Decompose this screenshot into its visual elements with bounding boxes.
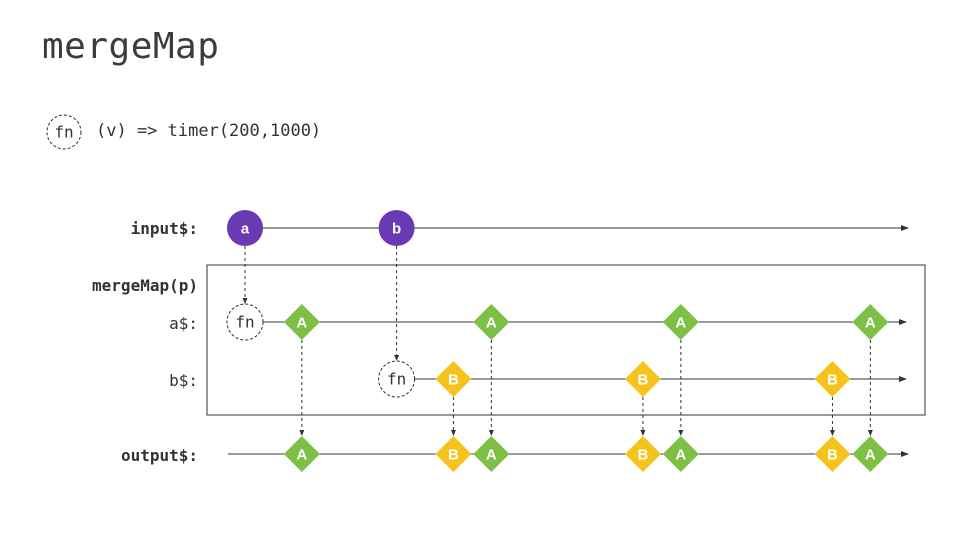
a-marble-0: A	[283, 304, 320, 340]
page-title: mergeMap	[42, 26, 220, 67]
a-marble-1: A	[473, 304, 510, 340]
fn-definition: (v) => timer(200,1000)	[96, 121, 322, 141]
operator-box	[206, 264, 926, 416]
output-marble-5: B	[814, 436, 851, 472]
a-marble-3-shape	[852, 304, 889, 340]
fn-node-0-shape	[226, 303, 264, 341]
b-row-label: b$:	[169, 371, 198, 390]
a-row-label: a$:	[169, 314, 198, 333]
b-marble-0-shape	[435, 361, 472, 397]
output-marble-5-label: B	[827, 447, 838, 464]
b-marble-0-label: B	[448, 372, 459, 389]
output-marble-2: A	[473, 436, 510, 472]
output-marble-1-shape	[435, 436, 472, 472]
fn-node-0: fn	[226, 303, 264, 341]
output-marble-0-shape	[283, 436, 320, 472]
output-marble-6: A	[852, 436, 889, 472]
input-row-label: input$:	[131, 219, 198, 238]
b-marble-1: B	[624, 361, 661, 397]
input-marble-1: b	[378, 210, 415, 246]
fn-legend-icon: fn	[46, 114, 82, 150]
output-marble-1-label: B	[448, 447, 459, 464]
output-marble-4-label: A	[675, 447, 686, 464]
fn-node-1: fn	[378, 360, 416, 398]
fn-node-1-label: fn	[387, 370, 406, 389]
b-marble-2-shape	[814, 361, 851, 397]
output-marble-4: A	[662, 436, 699, 472]
output-marble-0-label: A	[296, 447, 307, 464]
a-marble-3: A	[852, 304, 889, 340]
output-marble-6-label: A	[865, 447, 876, 464]
a-marble-0-label: A	[296, 315, 307, 332]
output-marble-0: A	[283, 436, 320, 472]
b-marble-0: B	[435, 361, 472, 397]
fn-node-1-shape	[378, 360, 416, 398]
output-marble-4-shape	[662, 436, 699, 472]
output-marble-2-shape	[473, 436, 510, 472]
output-marble-5-shape	[814, 436, 851, 472]
input-marble-0-label: a	[241, 221, 250, 238]
fn-legend-label: fn	[54, 123, 73, 142]
b-marble-2: B	[814, 361, 851, 397]
output-marble-2-label: A	[486, 447, 497, 464]
output-marble-3-label: B	[638, 447, 649, 464]
output-marble-3: B	[624, 436, 661, 472]
b-marble-1-label: B	[638, 372, 649, 389]
fn-node-0-label: fn	[235, 313, 254, 332]
input-marble-1-shape	[378, 210, 415, 246]
b-marble-2-label: B	[827, 372, 838, 389]
output-marble-3-shape	[624, 436, 661, 472]
a-marble-2-shape	[662, 304, 699, 340]
a-marble-0-shape	[283, 304, 320, 340]
b-marble-1-shape	[624, 361, 661, 397]
input-marble-1-label: b	[392, 221, 401, 238]
output-marble-1: B	[435, 436, 472, 472]
input-marble-0: a	[227, 210, 263, 246]
a-marble-3-label: A	[865, 315, 876, 332]
a-marble-2-label: A	[675, 315, 686, 332]
a-marble-2: A	[662, 304, 699, 340]
input-marble-0-shape	[227, 210, 263, 246]
operator-label: mergeMap(p)	[92, 276, 198, 295]
a-marble-1-label: A	[486, 315, 497, 332]
output-marble-6-shape	[852, 436, 889, 472]
output-row-label: output$:	[121, 446, 198, 465]
a-marble-1-shape	[473, 304, 510, 340]
